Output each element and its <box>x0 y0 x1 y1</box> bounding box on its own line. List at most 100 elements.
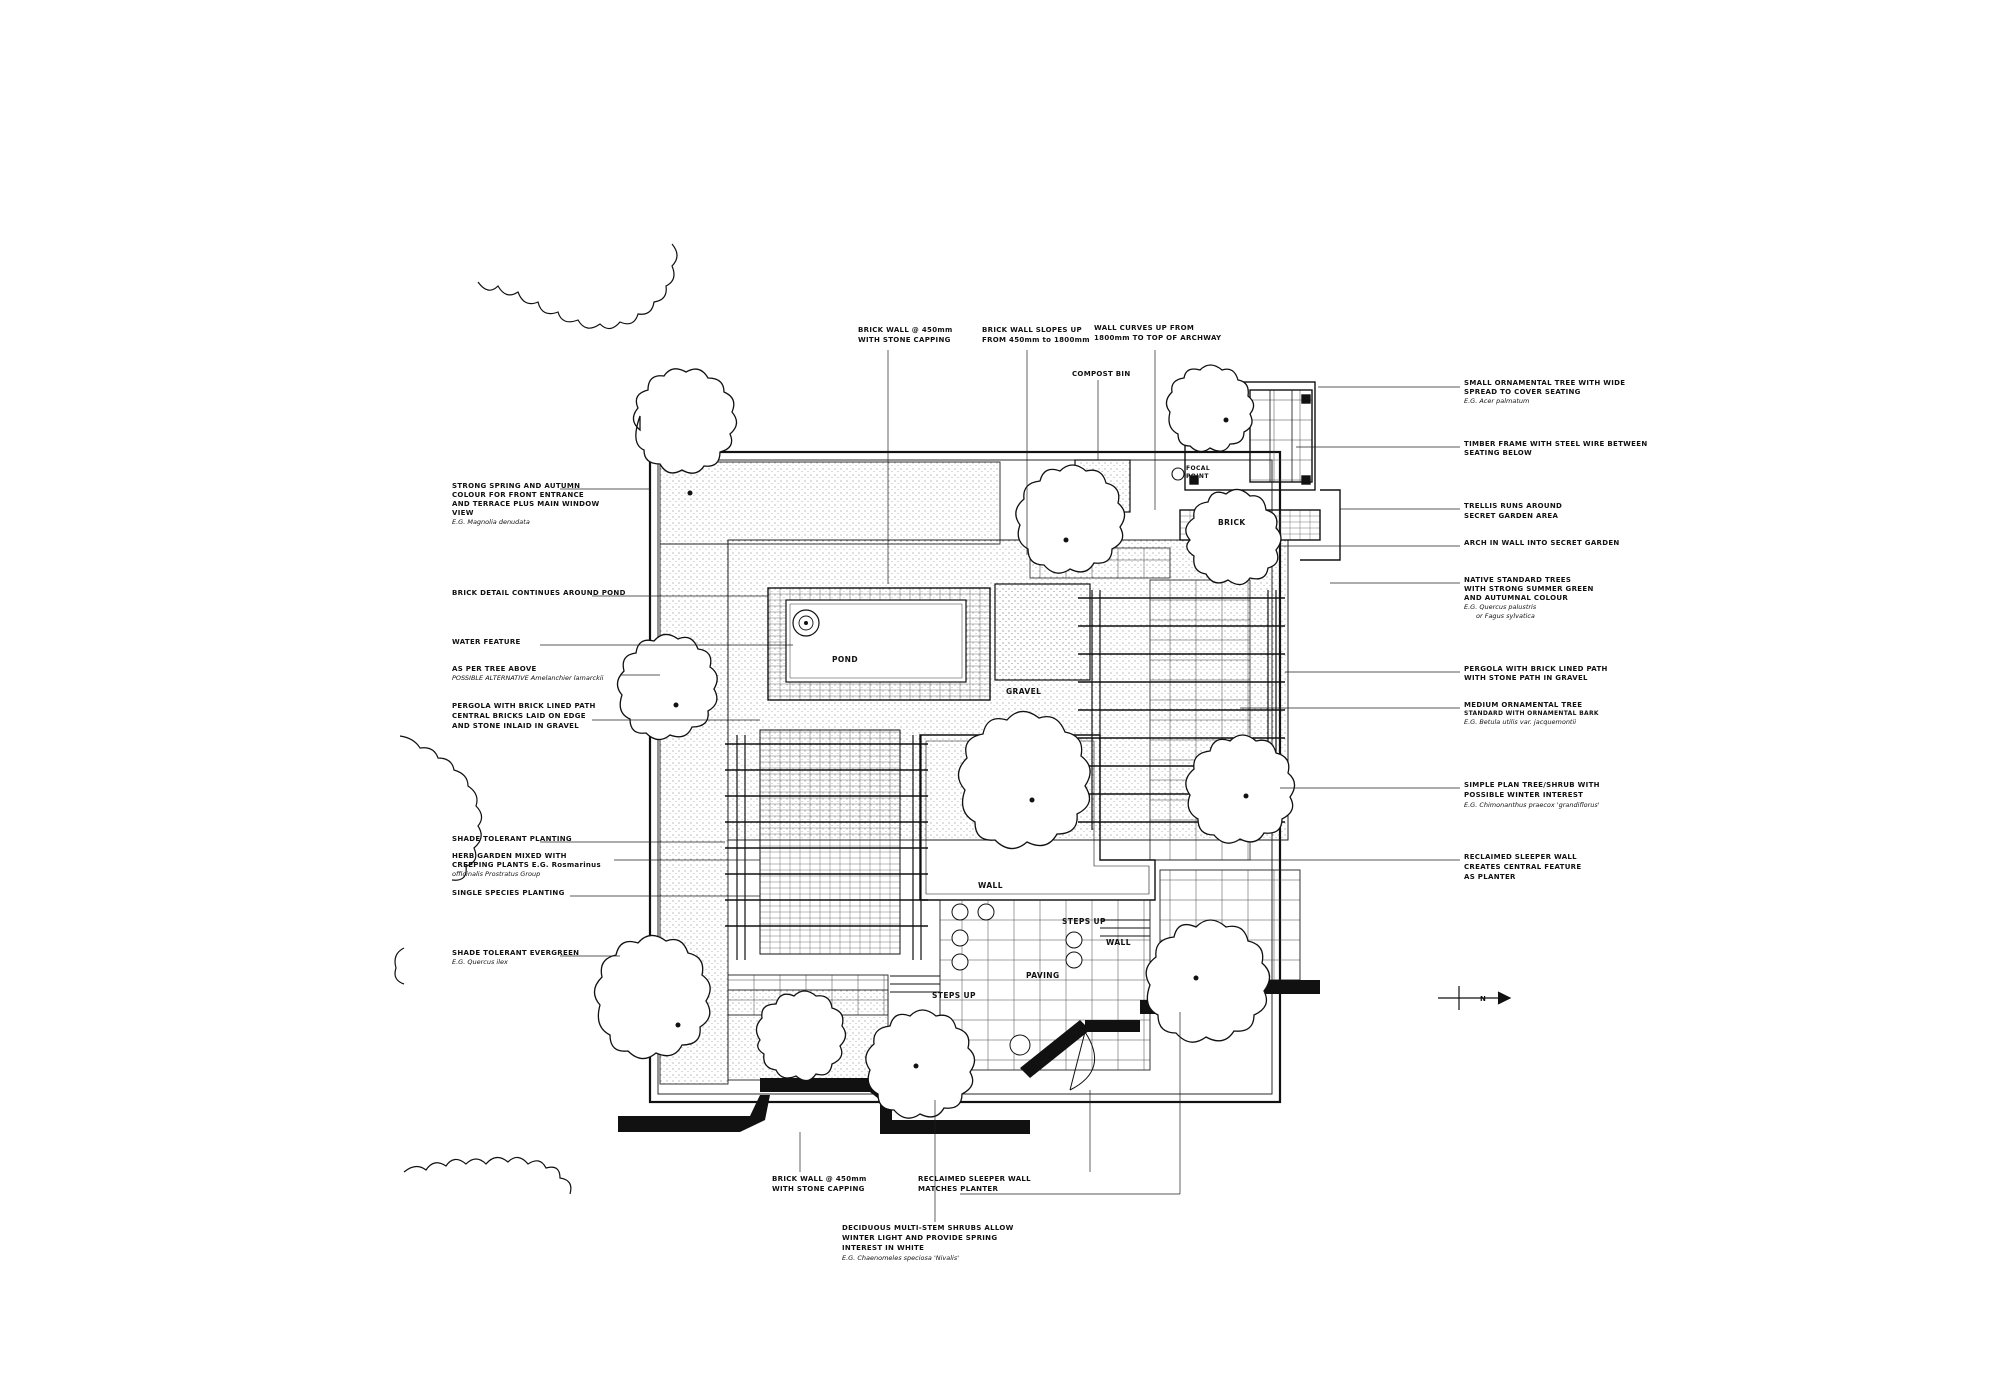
svg-text:CREEPING PLANTS E.G. Rosmarinu: CREEPING PLANTS E.G. Rosmarinus <box>452 861 601 869</box>
svg-text:FROM 450mm to 1800mm: FROM 450mm to 1800mm <box>982 336 1090 344</box>
svg-text:CENTRAL BRICKS LAID ON EDGE: CENTRAL BRICKS LAID ON EDGE <box>452 712 586 720</box>
label-focal-2: POINT <box>1186 473 1209 480</box>
svg-text:WATER FEATURE: WATER FEATURE <box>452 638 521 646</box>
gravel-panel <box>994 583 1091 681</box>
svg-text:SPREAD TO COVER SEATING: SPREAD TO COVER SEATING <box>1464 388 1581 396</box>
annotation-top-compost: COMPOST BIN <box>1072 370 1131 378</box>
neighbour-trees <box>394 243 678 1195</box>
svg-text:RECLAIMED SLEEPER WALL: RECLAIMED SLEEPER WALL <box>918 1175 1031 1183</box>
svg-text:1800mm TO TOP OF ARCHWAY: 1800mm TO TOP OF ARCHWAY <box>1094 334 1222 342</box>
annotation-brick-detail: BRICK DETAIL CONTINUES AROUND POND <box>452 589 626 597</box>
svg-text:BRICK WALL @ 450mm: BRICK WALL @ 450mm <box>858 326 953 334</box>
svg-text:ARCH IN WALL INTO SECRET GARDE: ARCH IN WALL INTO SECRET GARDEN <box>1464 539 1620 547</box>
annotation-water-feature: WATER FEATURE <box>452 638 521 646</box>
svg-text:E.G. Betula utilis var. jacque: E.G. Betula utilis var. jacquemontii <box>1464 718 1576 726</box>
svg-text:SEATING BELOW: SEATING BELOW <box>1464 449 1532 457</box>
annotation-top-brick-wall: BRICK WALL @ 450mm WITH STONE CAPPING <box>858 326 953 344</box>
label-focal-1: FOCAL <box>1186 465 1210 472</box>
annotation-pergola-left: PERGOLA WITH BRICK LINED PATH CENTRAL BR… <box>452 702 596 730</box>
svg-text:INTEREST IN WHITE: INTEREST IN WHITE <box>842 1244 924 1252</box>
annotation-simple-plan-tree: SIMPLE PLAN TREE/SHRUB WITH POSSIBLE WIN… <box>1464 781 1600 809</box>
svg-text:SECRET GARDEN AREA: SECRET GARDEN AREA <box>1464 512 1558 520</box>
annotation-small-tree: SMALL ORNAMENTAL TREE WITH WIDE SPREAD T… <box>1464 379 1625 405</box>
svg-text:HERB GARDEN MIXED WITH: HERB GARDEN MIXED WITH <box>452 852 567 860</box>
svg-text:POSSIBLE ALTERNATIVE Amelanchi: POSSIBLE ALTERNATIVE Amelanchier lamarck… <box>452 674 604 682</box>
svg-text:E.G. Chaenomeles speciosa 'Niv: E.G. Chaenomeles speciosa 'Nivalis' <box>842 1254 959 1262</box>
annotation-shade-planting: SHADE TOLERANT PLANTING <box>452 835 572 843</box>
label-steps-up-2: STEPS UP <box>932 991 976 1000</box>
svg-text:DECIDUOUS MULTI-STEM SHRUBS AL: DECIDUOUS MULTI-STEM SHRUBS ALLOW <box>842 1224 1014 1232</box>
left-annotations: STRONG SPRING AND AUTUMN COLOUR FOR FRON… <box>452 482 626 966</box>
north-arrow <box>1438 986 1512 1010</box>
svg-text:PERGOLA WITH BRICK LINED PATH: PERGOLA WITH BRICK LINED PATH <box>452 702 596 710</box>
door-swing <box>1069 1031 1095 1091</box>
annotation-bottom-shrubs: DECIDUOUS MULTI-STEM SHRUBS ALLOW WINTER… <box>842 1224 1014 1262</box>
focal-point <box>1171 467 1185 481</box>
svg-text:AND STONE INLAID IN GRAVEL: AND STONE INLAID IN GRAVEL <box>452 722 579 730</box>
svg-text:SHADE TOLERANT EVERGREEN: SHADE TOLERANT EVERGREEN <box>452 949 579 957</box>
label-pond: POND <box>832 655 858 664</box>
svg-text:WITH STRONG SUMMER GREEN: WITH STRONG SUMMER GREEN <box>1464 585 1594 593</box>
svg-text:E.G. Acer palmatum: E.G. Acer palmatum <box>1464 397 1529 405</box>
label-wall-1: WALL <box>978 881 1003 890</box>
svg-text:BRICK WALL @ 450mm: BRICK WALL @ 450mm <box>772 1175 867 1183</box>
svg-text:CREATES CENTRAL FEATURE: CREATES CENTRAL FEATURE <box>1464 863 1581 871</box>
label-wall-2: WALL <box>1106 938 1131 947</box>
annotation-native-trees: NATIVE STANDARD TREES WITH STRONG SUMMER… <box>1464 576 1594 620</box>
leader-lines <box>540 350 1460 1222</box>
annotation-medium-tree: MEDIUM ORNAMENTAL TREE STANDARD WITH ORN… <box>1464 701 1599 726</box>
plant-pots <box>951 903 1083 1056</box>
svg-text:PERGOLA WITH BRICK LINED PATH: PERGOLA WITH BRICK LINED PATH <box>1464 665 1608 673</box>
label-brick: BRICK <box>1218 518 1246 527</box>
tree-trunks <box>673 417 1249 1069</box>
annotation-bottom-sleeper: RECLAIMED SLEEPER WALL MATCHES PLANTER <box>918 1175 1031 1193</box>
svg-text:COLOUR FOR FRONT ENTRANCE: COLOUR FOR FRONT ENTRANCE <box>452 491 584 499</box>
svg-text:AND AUTUMNAL COLOUR: AND AUTUMNAL COLOUR <box>1464 594 1568 602</box>
svg-text:WALL CURVES UP FROM: WALL CURVES UP FROM <box>1094 324 1194 332</box>
svg-text:E.G. Chimonanthus praecox 'gra: E.G. Chimonanthus praecox 'grandiflorus' <box>1464 801 1600 809</box>
annotation-trellis: TRELLIS RUNS AROUND SECRET GARDEN AREA <box>1464 502 1562 520</box>
bottom-annotations: BRICK WALL @ 450mm WITH STONE CAPPING RE… <box>772 1175 1031 1262</box>
annotation-top-slopes: BRICK WALL SLOPES UP FROM 450mm to 1800m… <box>982 326 1090 344</box>
svg-text:E.G. Magnolia denudata: E.G. Magnolia denudata <box>452 518 530 526</box>
steps <box>890 919 1150 993</box>
svg-text:SMALL ORNAMENTAL TREE WITH WID: SMALL ORNAMENTAL TREE WITH WIDE <box>1464 379 1625 387</box>
svg-text:WITH STONE PATH IN GRAVEL: WITH STONE PATH IN GRAVEL <box>1464 674 1588 682</box>
svg-text:SINGLE SPECIES PLANTING: SINGLE SPECIES PLANTING <box>452 889 565 897</box>
svg-text:WINTER LIGHT AND PROVIDE SPRIN: WINTER LIGHT AND PROVIDE SPRING <box>842 1234 997 1242</box>
right-annotations: SMALL ORNAMENTAL TREE WITH WIDE SPREAD T… <box>1464 379 1647 881</box>
svg-text:WITH STONE CAPPING: WITH STONE CAPPING <box>858 336 951 344</box>
annotation-as-per-tree: AS PER TREE ABOVE POSSIBLE ALTERNATIVE A… <box>452 665 604 682</box>
svg-text:STRONG SPRING AND AUTUMN: STRONG SPRING AND AUTUMN <box>452 482 580 490</box>
svg-text:COMPOST BIN: COMPOST BIN <box>1072 370 1131 378</box>
svg-text:officinalis Prostratus Group: officinalis Prostratus Group <box>452 870 540 878</box>
svg-text:STANDARD WITH ORNAMENTAL BARK: STANDARD WITH ORNAMENTAL BARK <box>1464 710 1599 717</box>
label-gravel: GRAVEL <box>1006 687 1041 696</box>
annotation-timber-frame: TIMBER FRAME WITH STEEL WIRE BETWEEN SEA… <box>1464 440 1647 457</box>
svg-text:or Fagus sylvatica: or Fagus sylvatica <box>1476 612 1535 620</box>
svg-text:AS PLANTER: AS PLANTER <box>1464 873 1516 881</box>
svg-text:MATCHES PLANTER: MATCHES PLANTER <box>918 1185 998 1193</box>
annotation-herb-garden: HERB GARDEN MIXED WITH CREEPING PLANTS E… <box>452 852 601 878</box>
tree-canopies <box>593 364 1296 1119</box>
svg-text:NATIVE STANDARD TREES: NATIVE STANDARD TREES <box>1464 576 1571 584</box>
svg-text:POSSIBLE WINTER INTEREST: POSSIBLE WINTER INTEREST <box>1464 791 1583 799</box>
annotation-sleeper-wall: RECLAIMED SLEEPER WALL CREATES CENTRAL F… <box>1464 853 1581 881</box>
svg-text:SHADE TOLERANT PLANTING: SHADE TOLERANT PLANTING <box>452 835 572 843</box>
annotation-top-curves: WALL CURVES UP FROM 1800mm TO TOP OF ARC… <box>1094 324 1222 342</box>
top-annotations: BRICK WALL @ 450mm WITH STONE CAPPING BR… <box>858 324 1222 378</box>
annotation-pergola-right: PERGOLA WITH BRICK LINED PATH WITH STONE… <box>1464 665 1608 682</box>
plan-labels: POND GRAVEL BRICK FOCAL POINT WALL WALL … <box>832 465 1246 1000</box>
svg-text:BRICK DETAIL CONTINUES AROUND: BRICK DETAIL CONTINUES AROUND POND <box>452 589 626 597</box>
label-steps-up-1: STEPS UP <box>1062 917 1106 926</box>
svg-text:AS PER TREE ABOVE: AS PER TREE ABOVE <box>452 665 537 673</box>
pergola-left <box>725 729 928 960</box>
north-arrow-label: N <box>1480 995 1486 1003</box>
label-paving: PAVING <box>1026 971 1060 980</box>
annotation-single-species: SINGLE SPECIES PLANTING <box>452 889 565 897</box>
svg-text:E.G. Quercus palustris: E.G. Quercus palustris <box>1464 603 1537 611</box>
svg-text:BRICK WALL SLOPES UP: BRICK WALL SLOPES UP <box>982 326 1082 334</box>
annotation-evergreen: SHADE TOLERANT EVERGREEN E.G. Quercus il… <box>452 949 579 966</box>
svg-text:E.G. Quercus ilex: E.G. Quercus ilex <box>452 958 508 966</box>
